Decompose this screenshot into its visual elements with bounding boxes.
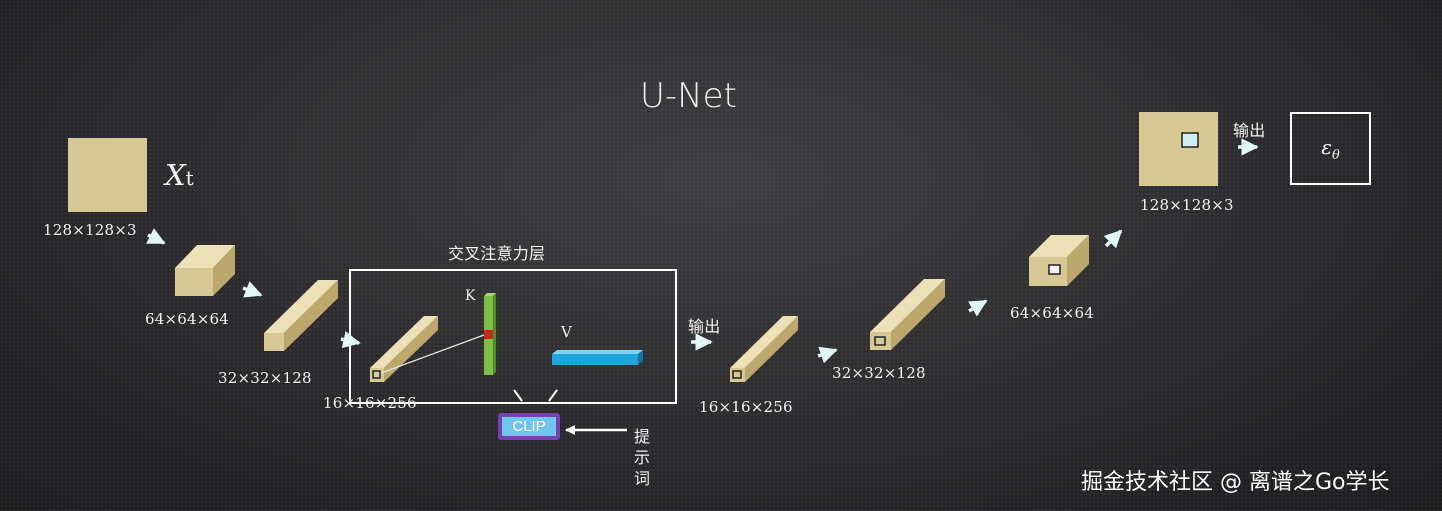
decoder-block-64 xyxy=(1029,235,1089,286)
arrow-6 xyxy=(967,299,988,317)
prompt-char-1: 提 xyxy=(633,427,650,446)
encoder-block-64 xyxy=(175,245,235,296)
attention-line xyxy=(380,334,485,374)
cross-attention-title: 交叉注意力层 xyxy=(448,244,546,263)
epsilon-subscript: θ xyxy=(1331,147,1340,163)
encoder-label-64: 64×64×64 xyxy=(145,310,229,328)
encoder-block-32 xyxy=(264,280,338,351)
value-label: V xyxy=(561,323,573,341)
input-image-square xyxy=(68,138,147,212)
input-dims-label: 128×128×3 xyxy=(43,221,137,239)
decoder-block-32 xyxy=(870,279,945,350)
flow-arrows xyxy=(145,138,1259,364)
arrow-1 xyxy=(145,228,166,245)
encoder-block-16 xyxy=(370,316,438,382)
key-bar xyxy=(484,293,496,375)
key-label: K xyxy=(465,288,476,304)
clip-connector-right xyxy=(548,389,558,402)
decoder-block-16 xyxy=(730,316,798,382)
output-dims-label: 128×128×3 xyxy=(1140,196,1234,214)
prompt-char-3: 词 xyxy=(633,469,650,488)
decoder-label-16: 16×16×256 xyxy=(699,398,793,416)
cross-attention-frame xyxy=(349,269,677,404)
watermark: 掘金技术社区 @ 离谱之Go学长 xyxy=(1081,470,1390,495)
value-bar xyxy=(552,350,643,365)
arrow-7 xyxy=(1103,229,1123,249)
encoder-label-16: 16×16×256 xyxy=(323,394,417,412)
noise-prediction-box: εθ xyxy=(1290,112,1371,185)
decoder-label-64: 64×64×64 xyxy=(1010,304,1094,322)
output-image-square xyxy=(1139,112,1218,186)
prompt-char-2: 示 xyxy=(633,448,650,467)
decoder-label-32: 32×32×128 xyxy=(832,364,926,382)
clip-encoder-box: CLIP xyxy=(498,413,560,440)
arrow-2 xyxy=(242,281,263,298)
clip-connector-left xyxy=(513,389,523,402)
prompt-label: 提 示 词 xyxy=(633,426,651,489)
encoder-label-32: 32×32×128 xyxy=(218,369,312,387)
arrow-5 xyxy=(817,346,838,364)
output-label-final: 输出 xyxy=(1233,121,1266,140)
key-highlight-cell xyxy=(484,330,493,339)
page-title: U-Net xyxy=(640,76,737,116)
input-symbol: Xt xyxy=(165,158,194,192)
epsilon-symbol: εθ xyxy=(1321,134,1340,163)
output-label-mid: 输出 xyxy=(688,317,721,336)
arrow-3 xyxy=(340,331,361,349)
input-symbol-subscript: t xyxy=(185,166,194,190)
